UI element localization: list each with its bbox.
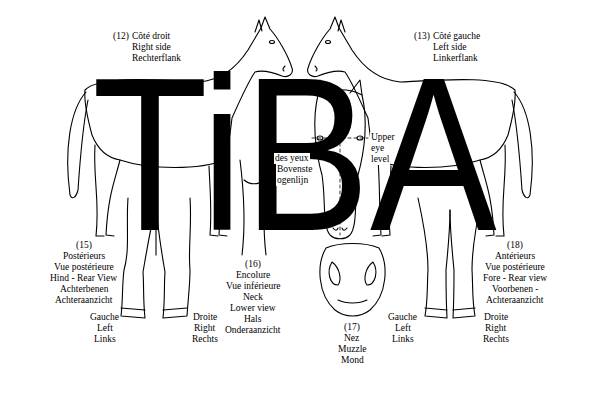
callout-number: (17) — [343, 322, 361, 333]
view-label: Rechterflank — [131, 53, 182, 64]
view-label: Rechts — [482, 334, 510, 345]
view-label: Links — [391, 334, 415, 345]
view-label: Left — [394, 323, 412, 334]
view-label: eye — [370, 143, 385, 154]
view-label: Nez — [343, 333, 360, 344]
view-label: Droite — [192, 312, 218, 323]
view-label: Vue inférieure — [225, 281, 282, 292]
view-label: Droite — [483, 312, 509, 323]
view-label: Neck — [242, 292, 264, 303]
view-label: Onderaanzicht — [224, 325, 281, 336]
callout-number: (12) — [112, 31, 130, 42]
view-label: Achteraanzicht — [54, 295, 114, 306]
view-label: Bovenste — [276, 164, 313, 175]
view-label: des yeux — [274, 153, 310, 164]
callout-number: (16) — [244, 259, 262, 270]
view-label: Linkerflank — [432, 53, 479, 64]
view-label: Gauche — [387, 312, 418, 323]
view-label: Right side — [131, 42, 172, 53]
view-label: Fore - Rear view — [482, 273, 548, 284]
view-label: Vue postérieure — [53, 262, 115, 273]
view-label: Upper — [370, 132, 396, 143]
view-label: Left — [96, 323, 114, 334]
callout-number: (13) — [413, 31, 431, 42]
view-label: Encolure — [235, 270, 271, 281]
view-label: Antérieurs — [494, 251, 536, 262]
callout-number: (18) — [506, 240, 524, 251]
view-label: Right — [484, 323, 507, 334]
view-label: Achteraanzicht — [485, 295, 545, 306]
view-label: Right — [193, 323, 216, 334]
view-label: Gauche — [89, 312, 120, 323]
view-label: Vue postérieure — [484, 262, 546, 273]
view-label: Hals — [243, 314, 262, 325]
callout-number: (15) — [75, 240, 93, 251]
view-label: Postérieurs — [62, 251, 106, 262]
view-label: Voorbenen - — [491, 284, 540, 295]
view-label: Muzzle — [337, 344, 368, 355]
view-label: ogenlijn — [276, 175, 309, 186]
view-label: Hind - Rear View — [49, 273, 118, 284]
view-label: Lower view — [229, 303, 277, 314]
view-label: level — [370, 154, 390, 165]
view-label: Côté gauche — [432, 31, 481, 42]
view-label: Côté droit — [131, 31, 171, 42]
view-label: Left side — [432, 42, 468, 53]
view-label: Achterbenen — [59, 284, 110, 295]
view-label: Rechts — [191, 334, 219, 345]
view-label: Mond — [340, 355, 365, 366]
view-label: Links — [93, 334, 117, 345]
